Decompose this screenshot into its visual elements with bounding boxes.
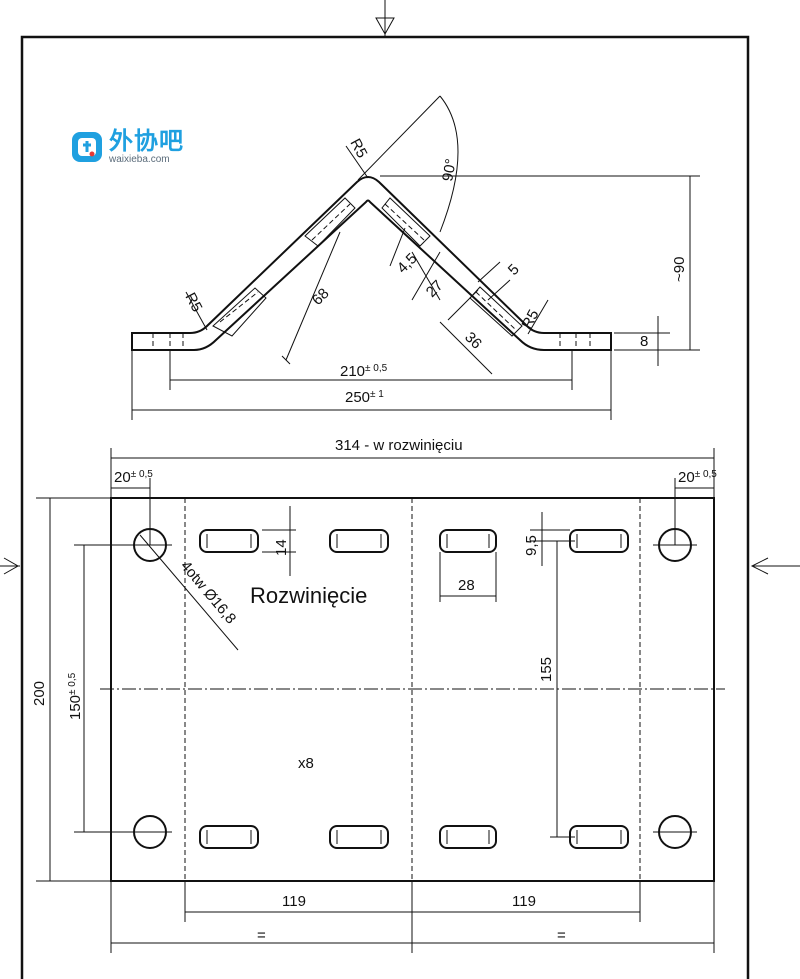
emboss-left-upper — [304, 197, 356, 247]
emboss-right-upper — [381, 197, 431, 247]
height-200-dim-line — [36, 497, 111, 882]
radius-top-leader — [345, 145, 369, 179]
emboss-left-lower — [212, 287, 267, 337]
dim-68-line — [281, 231, 341, 365]
span-inner-label: 210± 0,5 — [340, 363, 388, 380]
bend-view: 90° R5 R5 R5 ~90 8 68 4,5 27 5 36 210± 0… — [131, 95, 700, 420]
logo-url: waixieba.com — [109, 154, 170, 165]
span-inner-dim-line — [169, 350, 573, 390]
hole-callout-leader — [139, 534, 239, 651]
thickness-label: 8 — [640, 333, 648, 350]
dim-4-5-line — [389, 227, 406, 267]
equal-dim-line — [110, 881, 715, 953]
hole-hidden-left — [152, 333, 184, 350]
slot — [569, 825, 629, 849]
radius-left-label: R5 — [181, 290, 205, 315]
slot — [439, 825, 497, 849]
bend-spacing-dim-line — [184, 881, 641, 922]
slot-pitch-dim-line — [550, 540, 575, 838]
angle-arc — [439, 95, 459, 233]
height-label: ~90 — [671, 257, 688, 282]
radius-top-label: R5 — [346, 136, 370, 161]
slot-width-label: 28 — [458, 577, 475, 594]
span-outer-dim-line — [131, 350, 612, 420]
slot-pitch-label: 155 — [538, 657, 555, 682]
slot — [199, 529, 259, 553]
hole-callout-label: 4otw Ø16,8 — [177, 558, 239, 628]
logo-name: 外协吧 — [109, 127, 184, 155]
dim-36-line — [439, 289, 493, 375]
height-200-label: 200 — [31, 681, 48, 706]
section-marker-right — [750, 557, 800, 575]
hole-pitch-label: 150± 0,5 — [67, 672, 84, 720]
section-marker-left — [0, 557, 20, 575]
edge-right-label: 20± 0,5 — [678, 469, 717, 486]
slot — [329, 825, 389, 849]
edge-right-dim-line — [674, 478, 714, 545]
angle-label: 90° — [439, 157, 460, 182]
dim-36-label: 36 — [461, 329, 485, 353]
slot — [439, 529, 497, 553]
slot-width-dim-line — [439, 552, 497, 602]
thickness-dim-line — [614, 316, 670, 366]
hole-pitch-dim-line — [74, 544, 134, 833]
dim-68-label: 68 — [309, 285, 333, 309]
dim-5-line — [477, 261, 511, 301]
drawing-frame — [20, 35, 750, 979]
radius-right-label: R5 — [519, 307, 543, 332]
flat-view: 314 - w rozwinięciu 20± 0,5 20± 0,5 — [31, 437, 725, 953]
angle-ext-left — [357, 95, 441, 181]
slot-count-label: x8 — [298, 755, 314, 772]
slot-inner-lines — [206, 534, 622, 844]
hole-hidden-right — [559, 333, 591, 350]
bend-right-label: 119 — [512, 893, 536, 910]
height-dim-line — [614, 176, 700, 351]
slot-height-dim-line — [262, 506, 296, 576]
dim-5-label: 5 — [505, 261, 523, 279]
overall-length-label: 314 - w rozwinięciu — [335, 437, 463, 454]
dim-4-5-label: 4,5 — [394, 250, 421, 277]
slot — [569, 529, 629, 553]
watermark-logo: 外协吧 waixieba.com — [70, 128, 184, 165]
edge-left-label: 20± 0,5 — [114, 469, 153, 486]
radius-left-leader — [185, 291, 208, 331]
slot — [329, 529, 389, 553]
slot-height-label: 14 — [273, 539, 290, 556]
edge-left-dim-line — [111, 478, 151, 545]
flat-view-title: Rozwinięcie — [250, 583, 367, 608]
span-outer-label: 250± 1 — [345, 389, 384, 406]
dim-27-line — [411, 251, 441, 301]
equal-right-label: = — [557, 927, 566, 944]
bend-left-label: 119 — [282, 893, 306, 910]
slot — [199, 825, 259, 849]
slot-small-label: 9,5 — [523, 535, 540, 556]
section-marker-top — [375, 0, 395, 37]
emboss-hidden — [219, 203, 517, 331]
radius-right-leader — [527, 299, 549, 335]
overall-length-dim-line — [110, 448, 715, 500]
hole-crosshairs — [128, 544, 697, 833]
logo-icon — [72, 131, 102, 162]
dim-27-label: 27 — [423, 277, 447, 301]
equal-left-label: = — [257, 927, 266, 944]
